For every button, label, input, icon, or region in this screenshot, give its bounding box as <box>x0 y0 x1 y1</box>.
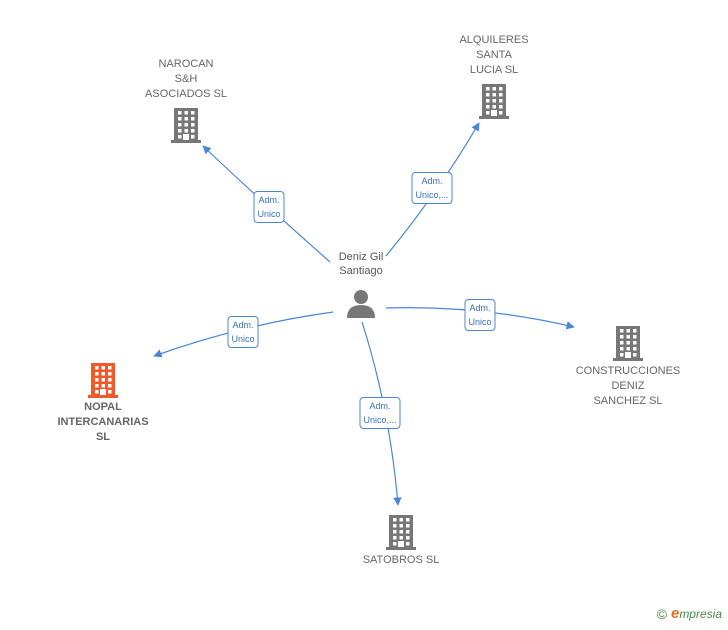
company-label-nopal[interactable]: NOPAL INTERCANARIAS SL <box>57 401 149 443</box>
footer-brand: © empresia <box>657 605 722 622</box>
company-label-construcciones[interactable]: CONSTRUCCIONES DENIZ SANCHEZ SL <box>575 365 681 407</box>
person-name-label: Deniz Gil Santiago <box>339 250 384 278</box>
building-icon-nopal[interactable] <box>87 362 119 403</box>
company-label-narocan[interactable]: NAROCAN S&H ASOCIADOS SL <box>145 58 227 100</box>
edge-label-nopal[interactable]: Adm. Unico <box>227 316 259 348</box>
person-icon[interactable] <box>346 288 376 323</box>
edge-label-alquileres[interactable]: Adm. Unico,... <box>411 172 453 204</box>
building-icon-narocan[interactable] <box>170 107 202 148</box>
company-label-satobros[interactable]: SATOBROS SL <box>362 554 440 566</box>
edge-label-satobros[interactable]: Adm. Unico,... <box>359 397 401 429</box>
building-icon-alquileres[interactable] <box>478 83 510 124</box>
copyright-symbol: © <box>656 605 667 622</box>
company-label-alquileres[interactable]: ALQUILERES SANTA LUCIA SL <box>459 34 529 76</box>
person-last-name: Santiago <box>339 265 383 277</box>
edge-label-narocan[interactable]: Adm. Unico <box>253 191 285 223</box>
empresia-logo[interactable]: empresia <box>670 605 722 622</box>
person-first-name: Deniz Gil <box>338 251 384 263</box>
building-icon-satobros[interactable] <box>385 514 417 555</box>
edge-label-construcciones[interactable]: Adm. Unico <box>464 299 496 331</box>
building-icon-construcciones[interactable] <box>612 325 644 366</box>
